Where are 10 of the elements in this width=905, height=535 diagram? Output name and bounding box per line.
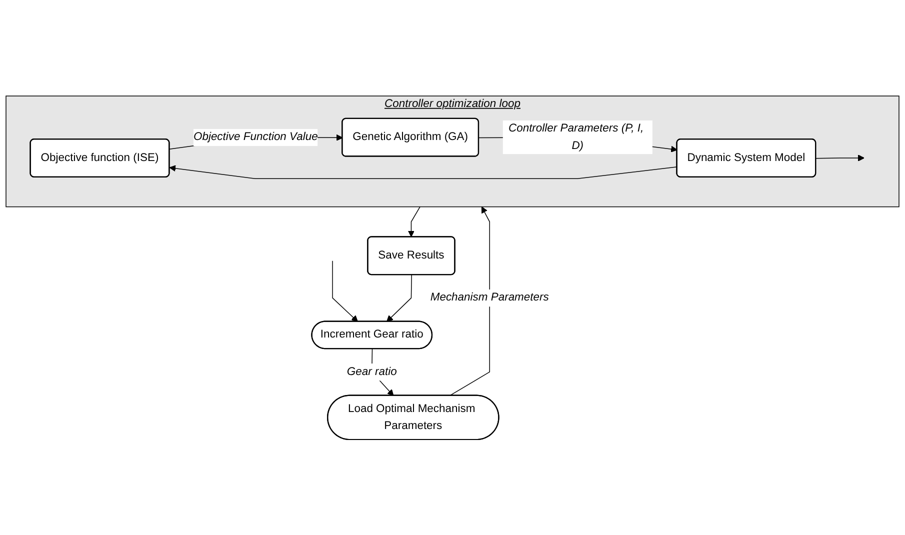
arrow: [332, 260, 358, 322]
edge-label: Controller Parameters (P, I, D): [508, 122, 644, 152]
edge-label: Mechanism Parameters: [430, 290, 549, 304]
arrow: [450, 206, 490, 396]
arrow: [408, 206, 420, 237]
arrow: [386, 274, 412, 322]
edge-label: Objective Function Value: [193, 130, 318, 143]
arrow: [816, 154, 864, 162]
arrow: [169, 164, 678, 179]
edge-label: Gear ratio: [346, 364, 397, 378]
